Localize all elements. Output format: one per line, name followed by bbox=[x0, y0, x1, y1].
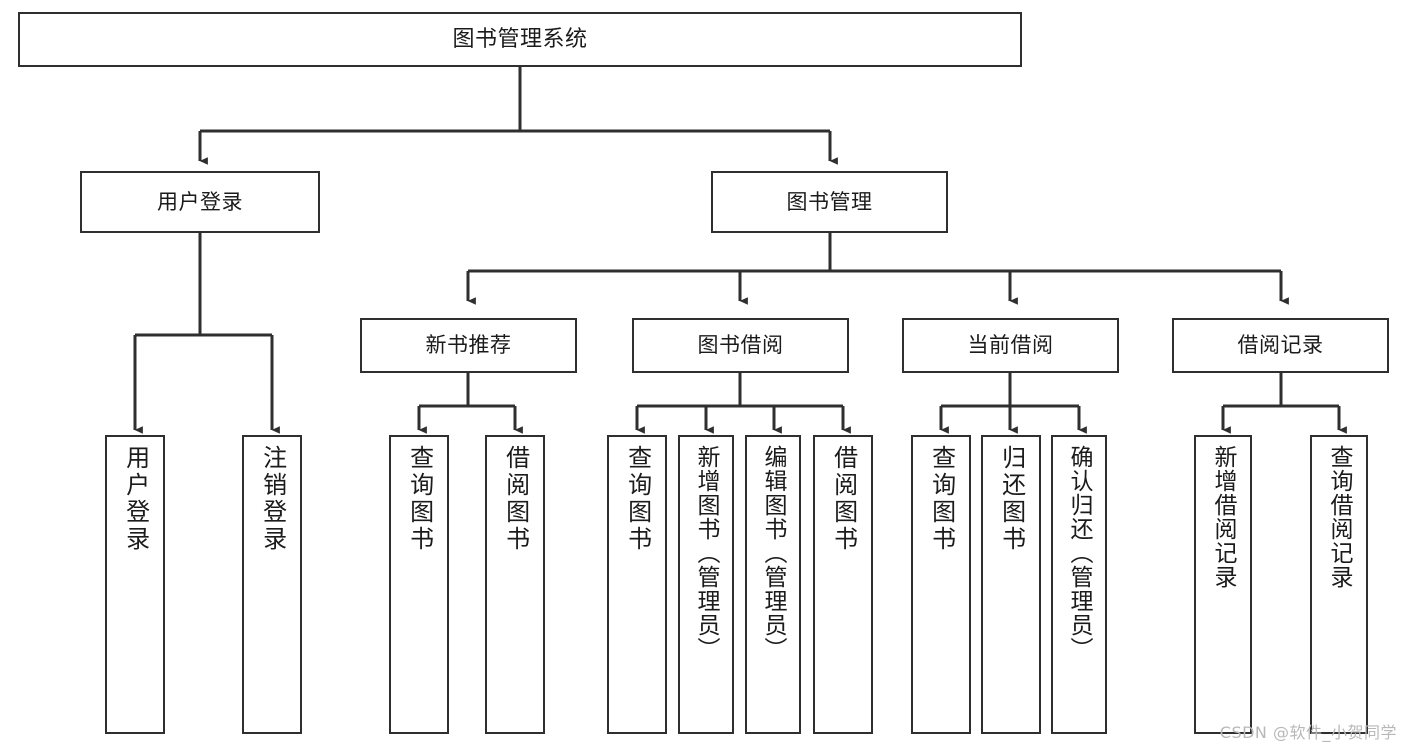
node-label: 归还图书 bbox=[997, 445, 1026, 553]
node-label: 新增图书（管理员） bbox=[693, 445, 720, 661]
node-label: 查询图书 bbox=[927, 445, 956, 553]
node-label: 当前借阅 bbox=[967, 333, 1054, 358]
node-label: 编辑图书（管理员） bbox=[760, 445, 787, 661]
node-label: 新增借阅记录 bbox=[1210, 445, 1237, 589]
node-label: 注销登录 bbox=[258, 445, 287, 553]
node-label: 借阅图书 bbox=[829, 445, 858, 553]
node-label: 图书管理系统 bbox=[452, 26, 588, 52]
leaf-query-book-2[interactable]: 查询图书 bbox=[607, 435, 667, 734]
node-root-system[interactable]: 图书管理系统 bbox=[18, 12, 1022, 67]
node-label: 确认归还（管理员） bbox=[1066, 445, 1093, 661]
node-label: 用户登录 bbox=[157, 189, 243, 214]
node-label: 新书推荐 bbox=[425, 333, 512, 358]
node-book-manage[interactable]: 图书管理 bbox=[711, 171, 948, 233]
node-borrow-record[interactable]: 借阅记录 bbox=[1172, 318, 1389, 373]
node-current-borrow[interactable]: 当前借阅 bbox=[902, 318, 1119, 373]
node-label: 查询图书 bbox=[405, 445, 434, 553]
leaf-borrow-book-1[interactable]: 借阅图书 bbox=[485, 435, 545, 734]
leaf-query-book-3[interactable]: 查询图书 bbox=[911, 435, 971, 734]
leaf-logout[interactable]: 注销登录 bbox=[242, 435, 302, 734]
node-label: 借阅图书 bbox=[501, 445, 530, 553]
node-user-login[interactable]: 用户登录 bbox=[80, 171, 320, 233]
node-label: 借阅记录 bbox=[1237, 333, 1324, 358]
csdn-watermark: CSDN @软件_小贺同学 bbox=[1219, 723, 1397, 742]
leaf-user-login[interactable]: 用户登录 bbox=[105, 435, 165, 734]
node-label: 图书借阅 bbox=[697, 333, 784, 358]
leaf-query-book-1[interactable]: 查询图书 bbox=[389, 435, 449, 734]
node-label: 图书管理 bbox=[786, 189, 873, 214]
leaf-borrow-book-2[interactable]: 借阅图书 bbox=[813, 435, 873, 734]
node-label: 查询图书 bbox=[623, 445, 652, 553]
leaf-edit-book[interactable]: 编辑图书（管理员） bbox=[745, 435, 801, 734]
node-label: 用户登录 bbox=[121, 445, 150, 553]
node-new-book-recommend[interactable]: 新书推荐 bbox=[360, 318, 577, 373]
leaf-confirm-return[interactable]: 确认归还（管理员） bbox=[1051, 435, 1107, 734]
leaf-add-book[interactable]: 新增图书（管理员） bbox=[678, 435, 734, 734]
leaf-query-record[interactable]: 查询借阅记录 bbox=[1310, 435, 1368, 734]
leaf-return-book[interactable]: 归还图书 bbox=[981, 435, 1041, 734]
node-book-borrow[interactable]: 图书借阅 bbox=[632, 318, 849, 373]
node-label: 查询借阅记录 bbox=[1326, 445, 1353, 589]
leaf-add-record[interactable]: 新增借阅记录 bbox=[1194, 435, 1252, 734]
